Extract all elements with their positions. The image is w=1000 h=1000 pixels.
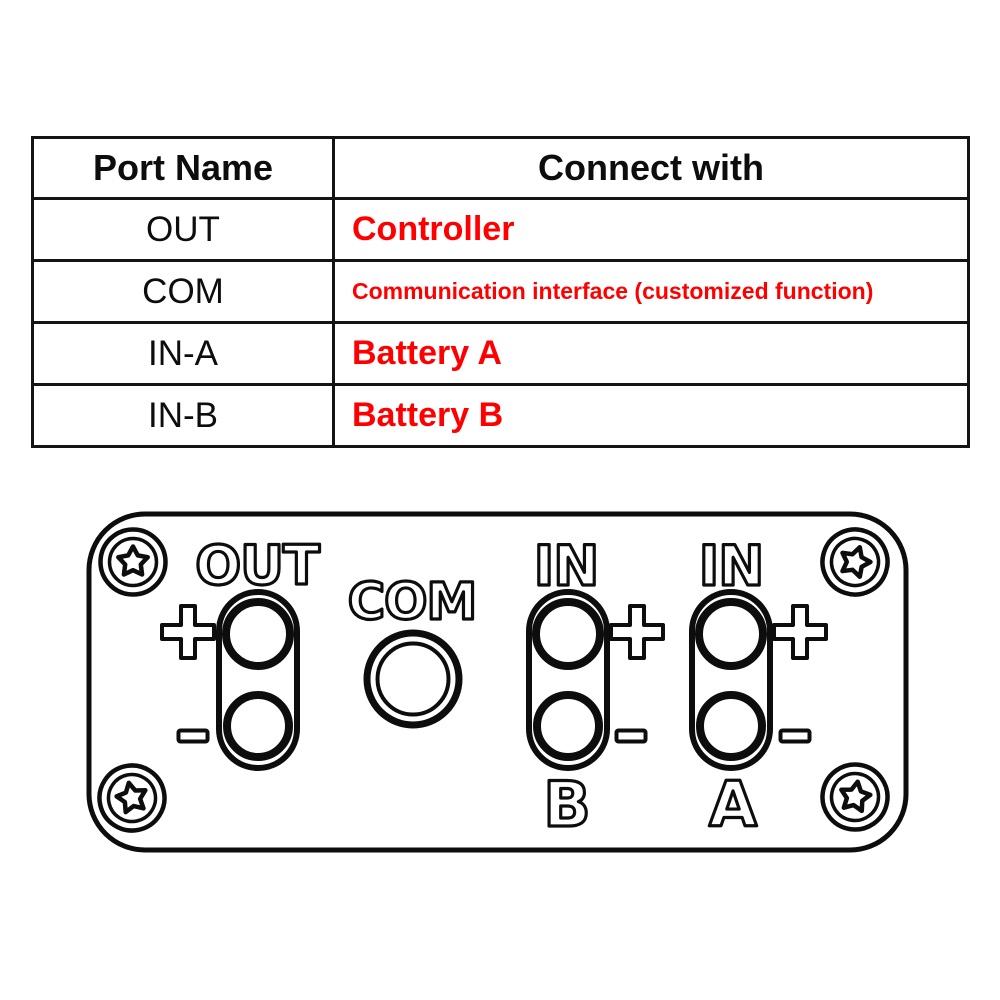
in-b-port-label: IN — [534, 534, 599, 598]
connect-value-battery-b: Battery B — [332, 383, 970, 448]
in-b-port — [526, 589, 610, 771]
plus-icon — [609, 604, 665, 660]
connect-value-controller: Controller — [332, 197, 970, 262]
table-row: IN-A Battery A — [31, 321, 970, 386]
torx-screw-icon — [98, 527, 168, 597]
column-header-port-name: Port Name — [31, 136, 335, 200]
minus-icon — [614, 728, 648, 744]
com-port — [363, 629, 463, 729]
plus-icon — [772, 604, 828, 660]
port-name-out: OUT — [31, 197, 335, 262]
table-row: IN-B Battery B — [31, 383, 970, 448]
torx-screw-icon — [820, 762, 890, 832]
battery-b-label: B — [543, 768, 590, 841]
plus-icon — [160, 604, 216, 660]
port-name-com: COM — [31, 259, 335, 324]
battery-a-label: A — [709, 768, 757, 841]
connect-value-battery-a: Battery A — [332, 321, 970, 386]
in-a-port — [689, 589, 773, 771]
column-header-connect-with: Connect with — [332, 136, 970, 200]
minus-icon — [176, 728, 210, 744]
out-port — [216, 589, 300, 771]
out-port-label: OUT — [195, 534, 320, 597]
in-a-port-label: IN — [699, 534, 764, 598]
table-row: OUT Controller — [31, 197, 970, 262]
table-row: COM Communication interface (customized … — [31, 259, 970, 324]
port-name-in-a: IN-A — [31, 321, 335, 386]
com-port-label: COM — [348, 573, 477, 632]
port-mapping-table: Port Name Connect with OUT Controller CO… — [31, 136, 970, 448]
table-header-row: Port Name Connect with — [31, 136, 970, 200]
panel-faceplate — [86, 511, 909, 853]
port-name-in-b: IN-B — [31, 383, 335, 448]
minus-icon — [778, 728, 812, 744]
torx-screw-icon — [97, 763, 167, 833]
connect-value-communication: Communication interface (customized func… — [332, 259, 970, 324]
torx-screw-icon — [820, 527, 890, 597]
